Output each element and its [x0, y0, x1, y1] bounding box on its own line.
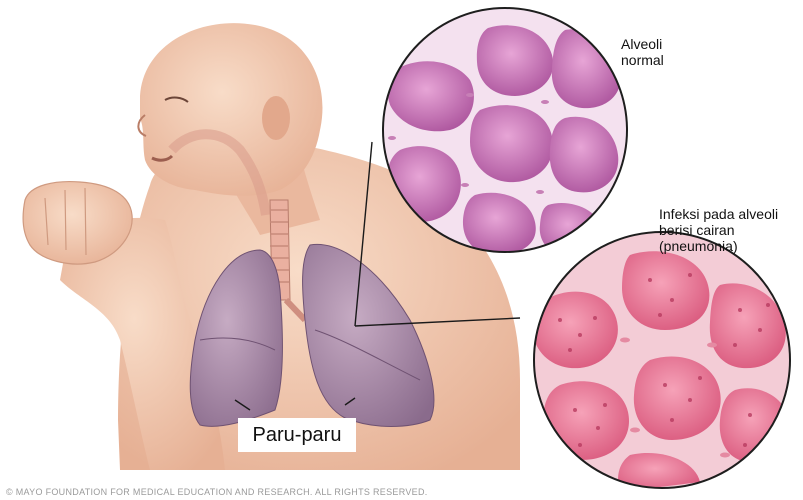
infected-alveoli-magnified — [530, 228, 795, 493]
head — [140, 23, 322, 196]
normal-alveoli-label-line2: normal — [621, 52, 711, 68]
normal-alveoli-label-line1: Alveoli — [621, 36, 711, 52]
alveolus-fluid — [543, 381, 629, 460]
infected-alveoli-label-line2: berisi cairan — [659, 222, 799, 238]
lungs-label: Paru-paru — [238, 418, 356, 452]
alveolus-fluid — [710, 283, 786, 368]
infected-alveoli-label: Infeksi pada alveoli berisi cairan (pneu… — [659, 206, 799, 254]
copyright-notice: © MAYO FOUNDATION FOR MEDICAL EDUCATION … — [6, 487, 428, 497]
infected-alveoli-label-line1: Infeksi pada alveoli — [659, 206, 799, 222]
normal-alveoli-label: Alveoli normal — [621, 36, 711, 68]
ear — [262, 96, 290, 140]
infected-alveoli-label-line3: (pneumonia) — [659, 238, 799, 254]
